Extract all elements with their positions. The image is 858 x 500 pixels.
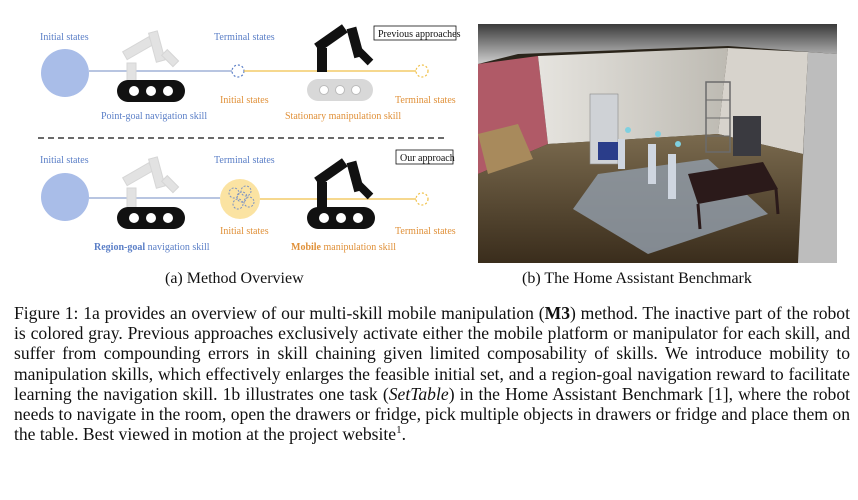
top-manip-robot-base bbox=[307, 79, 373, 101]
previous-approaches-box bbox=[373, 25, 457, 41]
bottom-initial-left-label: Initial states bbox=[40, 155, 89, 166]
bottom-region-sample-circles bbox=[228, 185, 255, 210]
subcaption-b: (b) The Home Assistant Benchmark bbox=[522, 270, 752, 287]
home-assistant-scene-image bbox=[478, 24, 837, 263]
our-approach-box bbox=[395, 149, 454, 165]
top-manip-caption: Stationary manipulation skill bbox=[285, 111, 401, 122]
caption-settable-italic: SetTable bbox=[388, 383, 449, 404]
bottom-row: Initial states Region-goal navigation sk… bbox=[40, 149, 456, 253]
mobile-text: Mobile bbox=[291, 242, 322, 253]
top-terminal-right-label: Terminal states bbox=[395, 95, 456, 106]
caption-part-2: ) method. The inactive part of the robot… bbox=[14, 303, 850, 404]
bottom-initial-state-circle bbox=[41, 173, 89, 221]
bottom-nav-caption: Region-goal navigation skill bbox=[94, 242, 210, 253]
figure-caption: Figure 1: 1a provides an overview of our… bbox=[14, 303, 850, 444]
bottom-initial-mid-label: Initial states bbox=[220, 226, 269, 237]
method-overview-diagram: Initial states Point-goal navigation ski… bbox=[38, 24, 461, 253]
our-approach-label: Our approach bbox=[400, 153, 455, 164]
bottom-mobile-robot-arm bbox=[314, 158, 374, 208]
caption-part-3: ) in the Home Assistant Benchmark [1], w… bbox=[14, 383, 850, 445]
bottom-nav-robot-base bbox=[117, 207, 185, 229]
top-initial-mid-label: Initial states bbox=[220, 95, 269, 106]
top-nav-robot-base bbox=[117, 80, 185, 102]
bottom-nav-robot-arm bbox=[121, 156, 180, 209]
manipulation-skill-text: manipulation skill bbox=[321, 242, 396, 253]
bottom-terminal-right-circle bbox=[415, 192, 429, 206]
region-goal-text: Region-goal bbox=[94, 242, 145, 253]
top-nav-robot-arm bbox=[121, 30, 180, 82]
footnote-mark: 1 bbox=[396, 424, 402, 437]
top-initial-left-label: Initial states bbox=[40, 32, 89, 43]
top-terminal-right-circle bbox=[415, 64, 429, 78]
caption-part-4: . bbox=[401, 424, 406, 445]
bottom-manip-caption: Mobile manipulation skill bbox=[291, 242, 396, 253]
bottom-mobile-robot-base bbox=[307, 207, 375, 229]
subcaption-a: (a) Method Overview bbox=[165, 270, 304, 287]
caption-m3-bold: M3 bbox=[544, 303, 571, 323]
top-manip-robot-arm bbox=[314, 24, 374, 72]
top-initial-state-circle bbox=[41, 49, 89, 97]
navigation-skill-text: navigation skill bbox=[145, 242, 210, 253]
previous-approaches-label: Previous approaches bbox=[378, 29, 461, 40]
bottom-terminal-mid-label: Terminal states bbox=[214, 155, 275, 166]
bottom-terminal-right-label: Terminal states bbox=[395, 226, 456, 237]
top-row: Initial states Point-goal navigation ski… bbox=[40, 24, 461, 122]
top-terminal-mid-circle bbox=[231, 64, 245, 78]
top-terminal-mid-label: Terminal states bbox=[214, 32, 275, 43]
caption-part-1: Figure 1: 1a provides an overview of our… bbox=[14, 303, 545, 323]
top-nav-caption: Point-goal navigation skill bbox=[101, 111, 207, 122]
